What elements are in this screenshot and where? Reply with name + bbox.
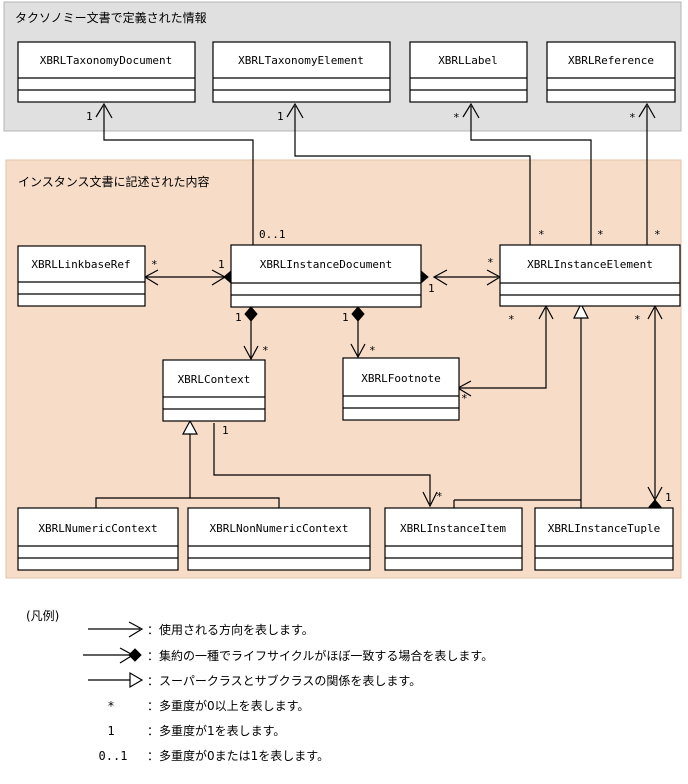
mult-instance-element-left: * [487, 256, 494, 269]
class-box-instance-document[interactable]: XBRLInstanceDocument [230, 244, 422, 308]
class-box-non-numeric-context[interactable]: XBRLNonNumericContext [187, 507, 371, 571]
legend-symbol-star: * [107, 699, 114, 713]
connector-instancedocument-context [243, 306, 259, 361]
class-box-reference[interactable]: XBRLReference [546, 41, 676, 103]
legend-row-arrow-triangle: ：スーパークラスとサブクラスの関係を表します。 [88, 671, 421, 689]
class-label-instance-tuple: XBRLInstanceTuple [548, 522, 661, 535]
legend-text-star: ：多重度が0以上を表します。 [147, 698, 309, 713]
class-label-context: XBRLContext [178, 373, 251, 386]
mult-instance-tuple-end: 1 [665, 491, 672, 504]
legend-text-one: ：多重度が1を表します。 [147, 723, 285, 738]
class-box-numeric-context[interactable]: XBRLNumericContext [17, 507, 179, 571]
legend-symbol-zero-one: 0..1 [99, 749, 128, 763]
legend-row-arrow: ：使用される方向を表します。 [88, 621, 314, 638]
mult-label-end: * [453, 111, 460, 124]
mult-taxonomy-document-end: 1 [86, 110, 93, 123]
mult-footnote-owner: 1 [342, 311, 349, 324]
mult-context-end: * [262, 344, 269, 357]
legend-text-zero-one: ：多重度が0または1を表します。 [147, 748, 329, 763]
class-label-reference: XBRLReference [568, 54, 654, 67]
connector-instancedocument-footnote [350, 306, 366, 359]
class-box-taxonomy-document[interactable]: XBRLTaxonomyDocument [17, 41, 196, 103]
instance-panel-title: インスタンス文書に記述された内容 [18, 174, 210, 189]
mult-instance-element-bottom-footnote: * [508, 313, 515, 326]
mult-instance-document-top: 0..1 [259, 228, 286, 241]
class-label-instance-item: XBRLInstanceItem [400, 522, 506, 535]
legend-row-one: 1 ：多重度が1を表します。 [107, 723, 285, 738]
legend-text-arrow: ：使用される方向を表します。 [147, 622, 314, 637]
mult-taxonomy-element-end: 1 [277, 110, 284, 123]
mult-reference-end: * [629, 111, 636, 124]
class-box-context[interactable]: XBRLContext [162, 359, 266, 422]
legend-row-star: * ：多重度が0以上を表します。 [107, 698, 309, 713]
mult-instance-item-end: * [436, 490, 443, 503]
mult-context-owner: 1 [235, 311, 242, 324]
connector-instanceelement-to-reference [638, 102, 656, 245]
class-box-instance-element[interactable]: XBRLInstanceElement [499, 244, 681, 307]
class-label-linkbase-ref: XBRLLinkbaseRef [31, 258, 130, 271]
legend-text-arrow-triangle: ：スーパークラスとサブクラスの関係を表します。 [147, 673, 421, 688]
connector-context-instanceitem [213, 423, 438, 508]
connector-instanceelement-to-label [462, 102, 592, 245]
connector-context-generalizations [95, 419, 280, 508]
class-box-footnote[interactable]: XBRLFootnote [342, 357, 460, 421]
connector-instancedoc-to-taxonomydoc [95, 102, 254, 245]
class-label-taxonomy-element: XBRLTaxonomyElement [238, 54, 364, 67]
legend-symbol-one: 1 [107, 724, 114, 738]
class-label-numeric-context: XBRLNumericContext [38, 522, 157, 535]
mult-instance-document-right: 1 [428, 282, 435, 295]
taxonomy-panel-title: タクソノミー文書で定義された情報 [15, 10, 207, 25]
legend-text-arrow-diamond: ：集約の一種でライフサイクルがほぼ一致する場合を表します。 [147, 648, 493, 663]
connector-instanceelement-generalization [453, 302, 589, 508]
mult-instance-element-top-c: * [654, 228, 661, 241]
class-label-taxonomy-document: XBRLTaxonomyDocument [40, 54, 172, 67]
mult-context-item-end: 1 [222, 424, 229, 437]
mult-instancedoc-to-linkbase: 1 [218, 258, 225, 271]
class-box-instance-tuple[interactable]: XBRLInstanceTuple [534, 507, 674, 571]
mult-footnote-end: * [369, 344, 376, 357]
legend-row-arrow-diamond: ：集約の一種でライフサイクルがほぼ一致する場合を表します。 [83, 647, 493, 664]
mult-instance-element-top-a: * [538, 228, 545, 241]
class-box-linkbase-ref[interactable]: XBRLLinkbaseRef [17, 245, 146, 307]
class-label-instance-document: XBRLInstanceDocument [260, 258, 392, 271]
connector-instanceelement-to-taxonomyelement [286, 102, 531, 245]
class-box-instance-item[interactable]: XBRLInstanceItem [384, 507, 523, 571]
class-label-footnote: XBRLFootnote [361, 372, 440, 385]
mult-instance-element-bottom-tuple: * [634, 313, 641, 326]
mult-linkbase-ref-end: * [151, 258, 158, 271]
class-box-label[interactable]: XBRLLabel [409, 41, 528, 103]
class-box-taxonomy-element[interactable]: XBRLTaxonomyElement [212, 41, 391, 103]
legend-row-zero-one: 0..1 ：多重度が0または1を表します。 [99, 748, 330, 763]
mult-footnote-right: * [461, 392, 468, 405]
mult-instance-element-top-b: * [597, 228, 604, 241]
legend-heading: (凡例) [26, 609, 59, 623]
class-label-non-numeric-context: XBRLNonNumericContext [209, 522, 348, 535]
class-label-label: XBRLLabel [438, 54, 498, 67]
class-label-instance-element: XBRLInstanceElement [527, 258, 653, 271]
